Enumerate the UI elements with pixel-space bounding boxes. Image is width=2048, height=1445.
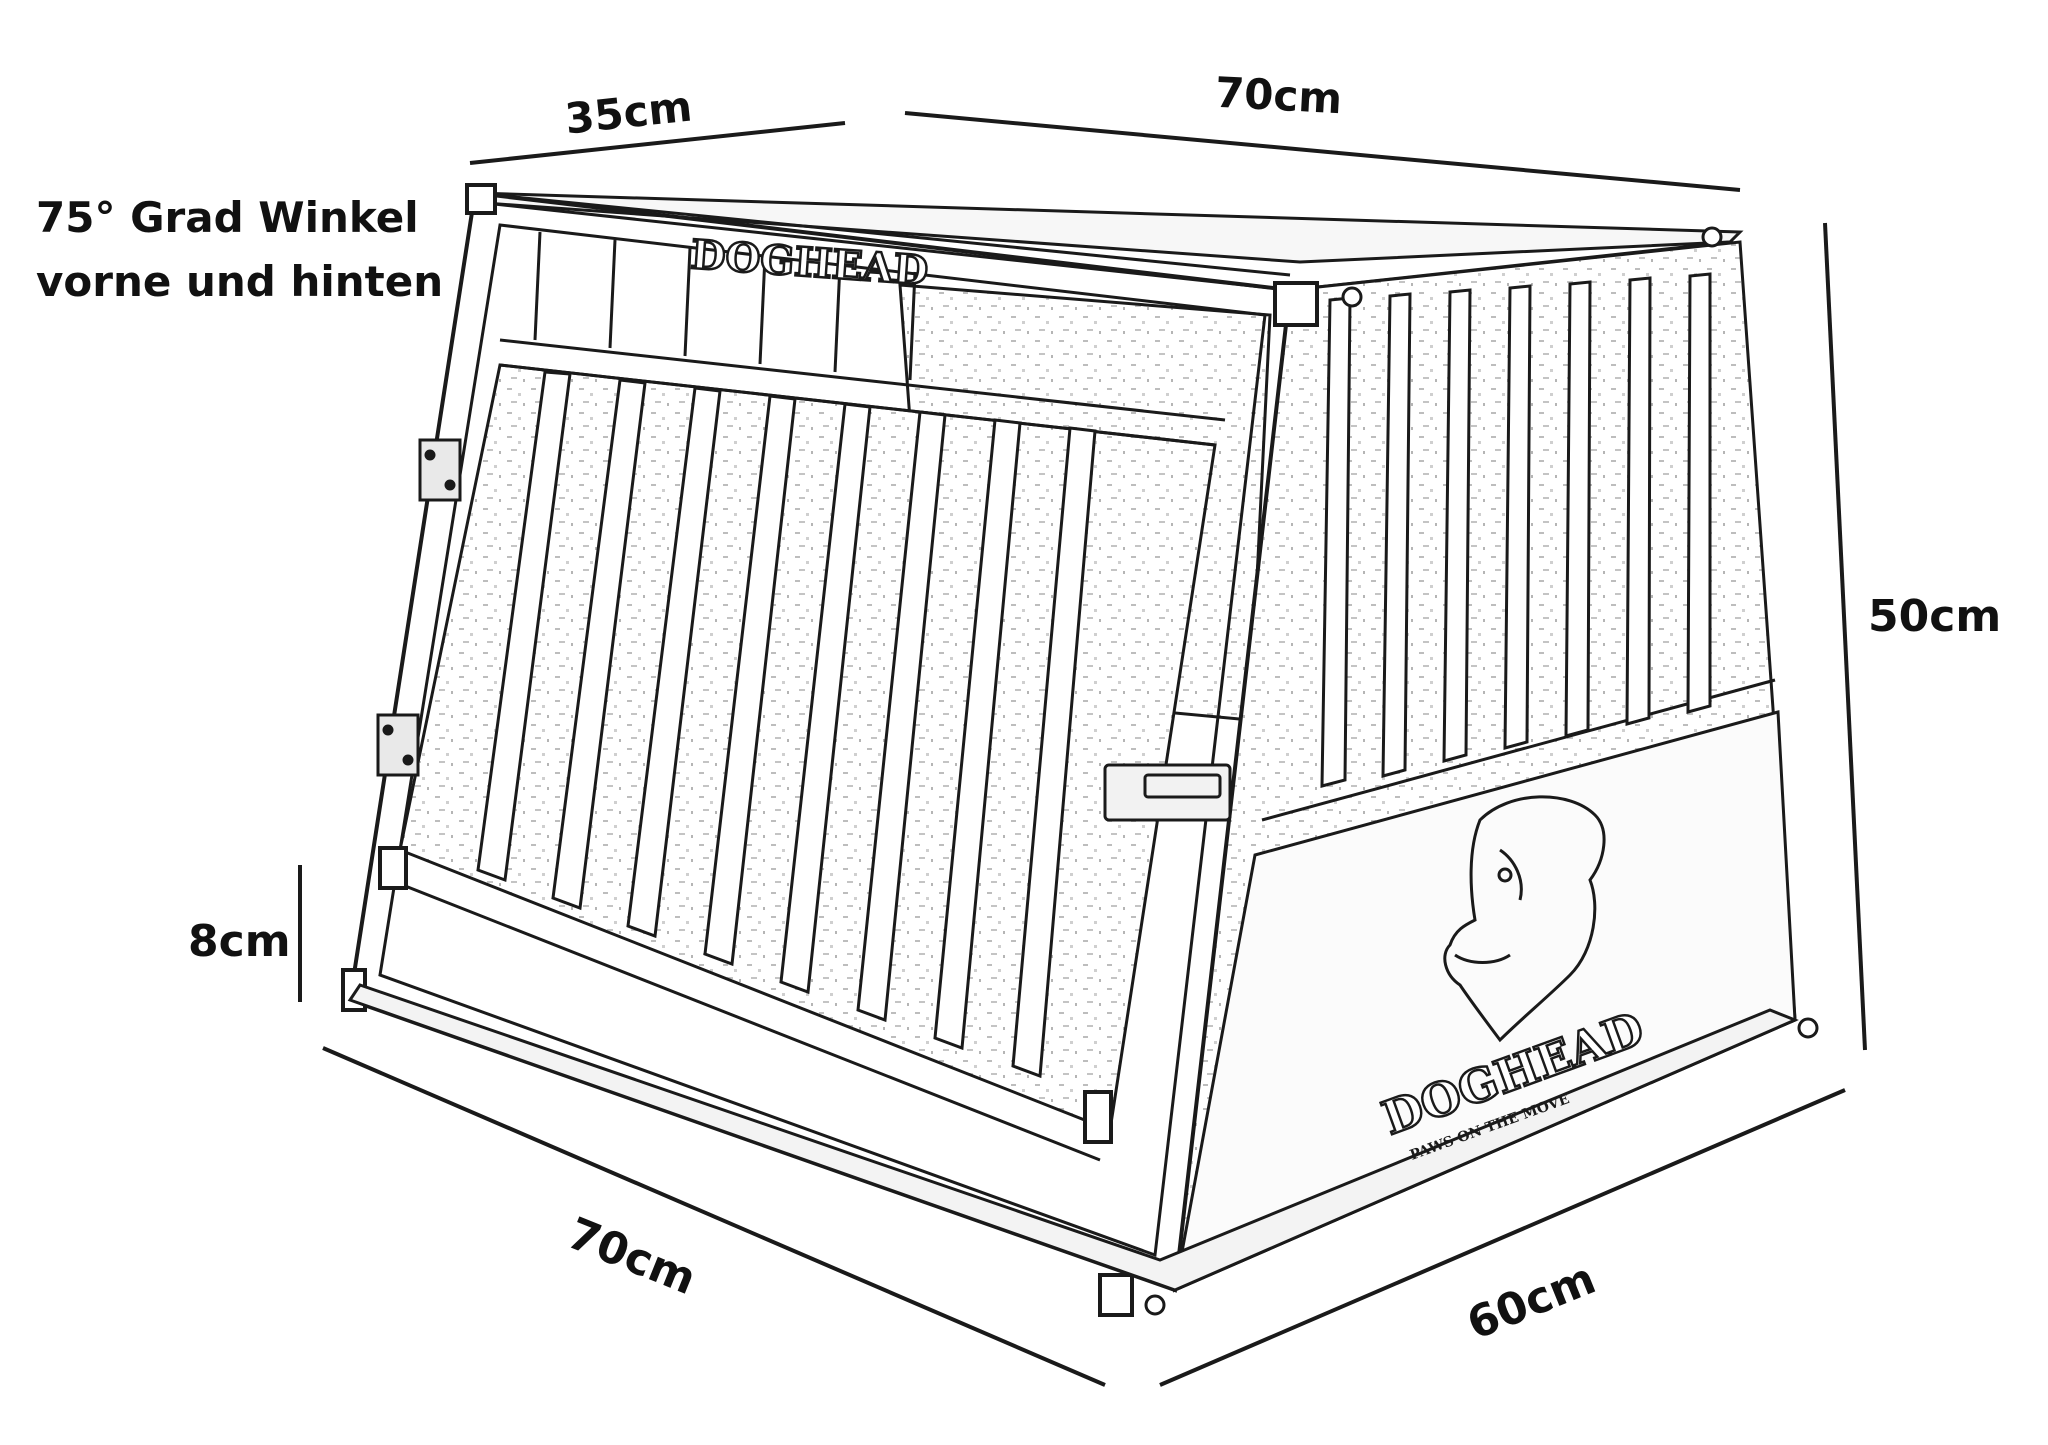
label-height: 50cm: [1868, 591, 2002, 642]
dim-line-height: [1823, 222, 1867, 1051]
crate-base: [347, 983, 1799, 1292]
angle-note-line-2: vorne und hinten: [36, 257, 444, 306]
crate-top-panel: [471, 191, 1744, 264]
corner-blocks: [341, 183, 1319, 1317]
dog-crate: [341, 183, 1819, 1317]
door-latch: [1103, 763, 1232, 822]
hinge-lower: [376, 713, 420, 777]
door-hinges: [376, 438, 462, 777]
dimension-lines: [298, 111, 1867, 1387]
side-bars: [1320, 272, 1712, 788]
dog-head-emblem: [1443, 795, 1606, 1043]
bolts: [1144, 226, 1819, 1316]
dim-line-bottom-width: [322, 1046, 1106, 1387]
angle-note: 75° Grad Winkel vorne und hinten: [36, 186, 443, 314]
label-top-width: 70cm: [1213, 67, 1344, 124]
brand-name-top: DOGHEAD: [689, 231, 929, 294]
dim-line-top-depth: [469, 121, 846, 165]
door-bars: [476, 370, 1097, 1079]
upper-bars: [533, 231, 917, 381]
dim-line-bottom-depth: [1159, 1088, 1846, 1387]
dim-line-top-width: [904, 111, 1741, 192]
hinge-upper: [418, 438, 462, 502]
label-top-depth: 35cm: [562, 81, 695, 144]
label-base-height: 8cm: [188, 916, 291, 967]
angle-note-line-1: 75° Grad Winkel: [36, 193, 419, 242]
